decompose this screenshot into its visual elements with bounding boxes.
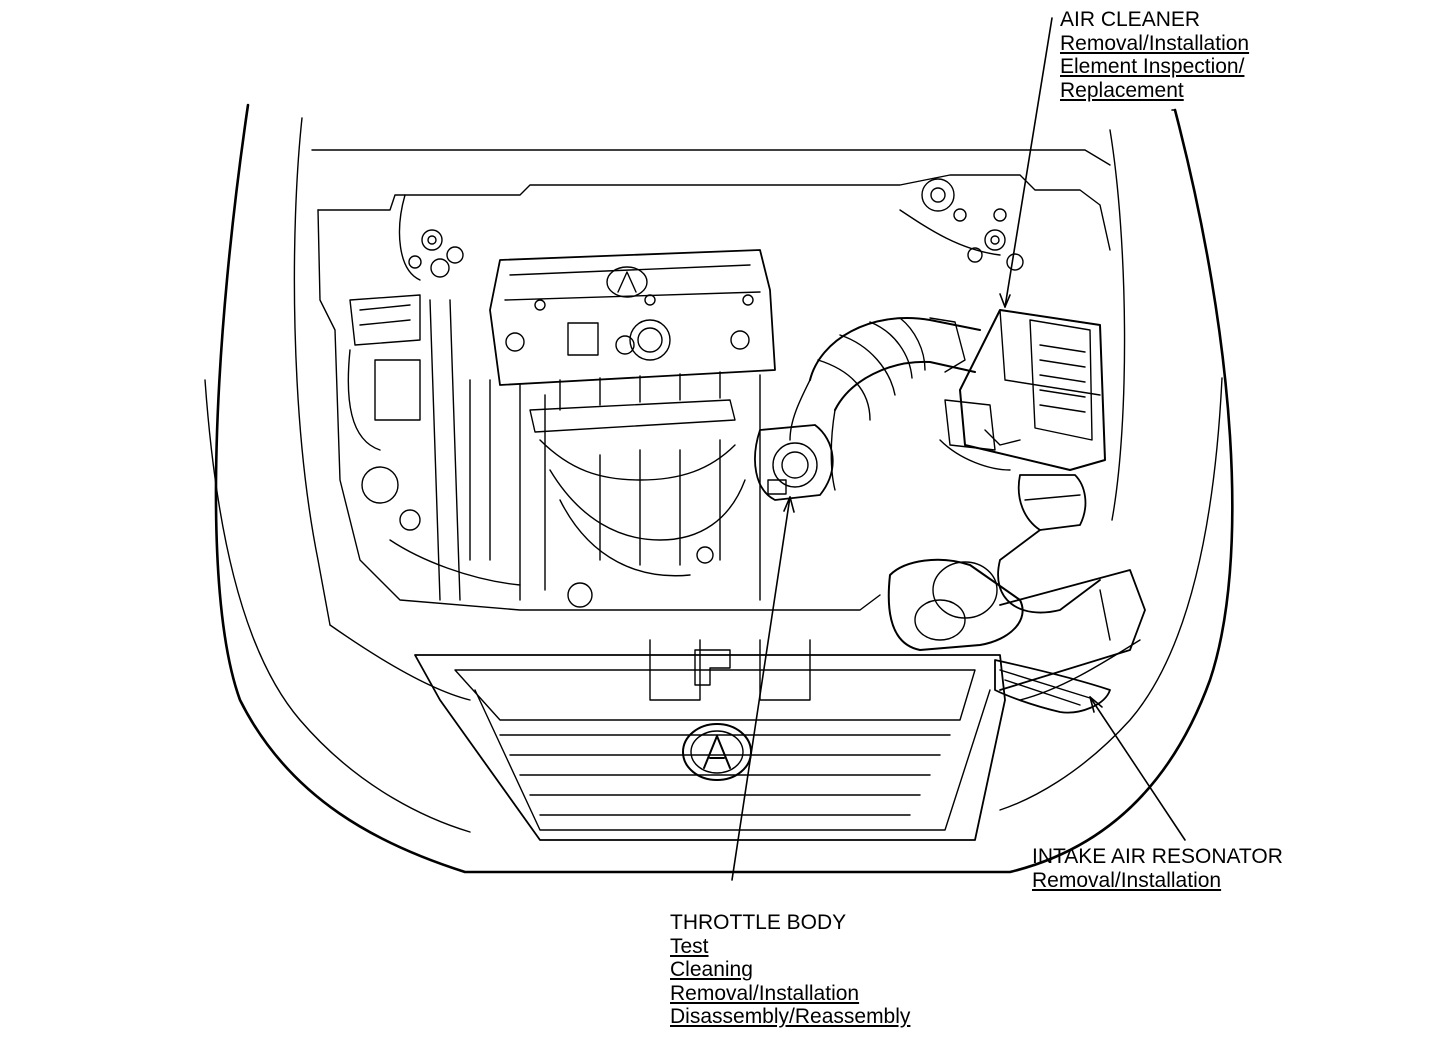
throttle-body [754,424,834,501]
air-cleaner-removal-installation-link[interactable]: Removal/Installation [1060,31,1250,55]
engine-cylinder-head [489,249,776,386]
air-cleaner-callout: AIR CLEANER Removal/Installation Element… [1060,8,1249,102]
engine-bay-frame [317,174,1111,611]
throttle-body-callout: THROTTLE BODY Test Cleaning Removal/Inst… [670,911,910,1029]
air-cleaner-box [939,309,1106,471]
intake-manifold [519,371,761,608]
leader-lines [731,17,1186,881]
acura-logo-icon [682,723,752,781]
intake-duct [789,317,981,491]
throttle-body-disassembly-reassembly-link[interactable]: Disassembly/Reassembly [670,1005,911,1028]
throttle-body-title: THROTTLE BODY [670,911,847,934]
hood-outline [204,103,1234,874]
intake-air-resonator [887,474,1146,714]
intake-air-resonator-removal-installation-link[interactable]: Removal/Installation [1032,868,1222,892]
acura-logo-icon [606,266,648,298]
throttle-body-test-link[interactable]: Test [670,934,709,958]
throttle-body-removal-installation-link[interactable]: Removal/Installation [670,981,860,1005]
intake-air-resonator-title: INTAKE AIR RESONATOR [1032,845,1283,868]
intake-air-resonator-callout: INTAKE AIR RESONATOR Removal/Installatio… [1032,845,1283,892]
left-components [347,294,521,601]
front-grille [414,639,1006,841]
throttle-body-cleaning-link[interactable]: Cleaning [670,958,753,981]
air-cleaner-title: AIR CLEANER [1060,8,1201,31]
air-cleaner-replacement-link[interactable]: Replacement [1060,78,1184,102]
air-cleaner-element-inspection-link[interactable]: Element Inspection/ [1060,55,1245,78]
